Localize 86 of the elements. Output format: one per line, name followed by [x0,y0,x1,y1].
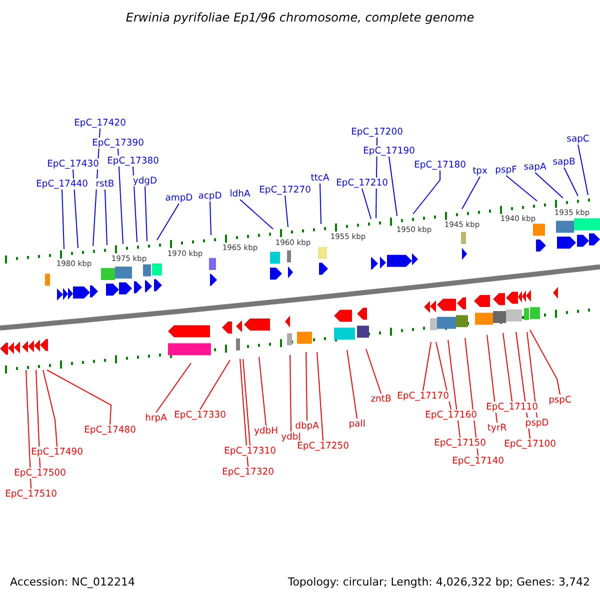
leader-line [26,370,32,489]
leader-line [448,340,460,438]
leader-line [62,189,64,250]
gene-label: tpx [472,166,488,176]
leader-line [362,188,372,220]
leader-line [346,350,358,419]
title: Erwinia pyrifoliae Ep1/96 chromosome, complete genome [126,12,474,24]
leader-line [412,170,440,214]
gene-label: ydbJ [280,432,302,442]
gene-label: ampD [164,192,194,204]
gene-label: EpC_17160 [424,410,478,420]
gene-label: pspD [524,418,550,428]
gene-label: zntB [370,394,392,404]
gene-label: sapB [552,156,576,168]
gene-label: EpC_17490 [30,446,84,458]
leader-line [578,144,588,196]
gene-label: rstB [94,178,116,190]
leader-line [564,167,578,196]
gene-label: EpC_17500 [13,468,67,478]
leader-line [526,332,538,418]
gene-label: EpC_17380 [106,156,160,166]
gene-label: EpC_17330 [173,410,227,420]
leader-line [104,189,108,246]
leader-line [210,201,212,236]
leader-line [72,169,78,248]
gene-label: EpC_17440 [35,178,89,190]
leader-line [306,352,308,421]
gene-label: ldhA [228,188,252,200]
gene-label: EpC_17250 [296,440,350,452]
gene-label: sapA [522,162,548,172]
gene-label: ydgD [132,176,158,186]
gene-label: ttcA [310,172,330,184]
leader-line [240,358,248,467]
leader-line [240,199,274,230]
leader-line [156,203,180,240]
gene-label: EpC_17320 [221,466,275,478]
gene-label: EpC_17480 [83,424,137,436]
gene-label: EpC_17510 [4,488,58,500]
leader-line [502,332,512,402]
leader-line [258,356,266,426]
leader-line [388,156,398,216]
gene-label: EpC_17420 [73,118,127,128]
leader-line [132,166,138,242]
gene-label: EpC_17390 [91,138,145,148]
leader-line [242,358,250,446]
footer-text: Accession: NC_012214 [10,576,136,588]
gene-label: hrpA [144,412,168,424]
leader-line [530,330,560,395]
leader-line [46,370,112,425]
gene-label: EpC_17110 [485,402,539,412]
leader-line [290,354,292,432]
leader-line [486,334,498,423]
leader-line [506,175,538,202]
leader-line [320,183,322,224]
gene-label: EpC_17180 [413,160,467,170]
gene-label: EpC_17150 [433,438,487,448]
gene-label: tyrR [486,422,508,434]
gene-label: ydbH [253,426,279,436]
leader-line [156,362,192,413]
leader-line [534,172,564,198]
gene-label: EpC_17310 [223,446,277,456]
gene-label: pspC [548,394,572,406]
footer-text: Topology: circular; Length: 4,026,322 bp; Genes: 3,742 [288,576,590,588]
leader-line [284,195,288,228]
gene-label: EpC_17210 [335,178,389,188]
gene-label: EpC_17170 [396,390,450,402]
gene-label: pspF [494,164,518,176]
leader-line [366,348,382,394]
gene-label: pall [348,418,366,430]
leader-line [316,352,324,441]
gene-label: EpC_17200 [350,126,404,138]
gene-label: EpC_17190 [362,146,416,156]
leader-line [36,370,40,468]
leader-line [462,176,480,210]
gene-label: EpC_17430 [46,158,100,170]
gene-label: acpD [197,190,223,202]
gene-label: EpC_17270 [258,184,312,196]
leader-line [118,148,124,244]
gene-label: dbpA [294,420,320,432]
leader-line [422,342,432,391]
leader-line [42,370,58,447]
gene-label: EpC_17100 [503,438,557,450]
leader-line [144,186,148,242]
leader-line [200,360,230,410]
gene-label: sapC [566,134,590,144]
gene-label: EpC_17140 [451,456,505,466]
